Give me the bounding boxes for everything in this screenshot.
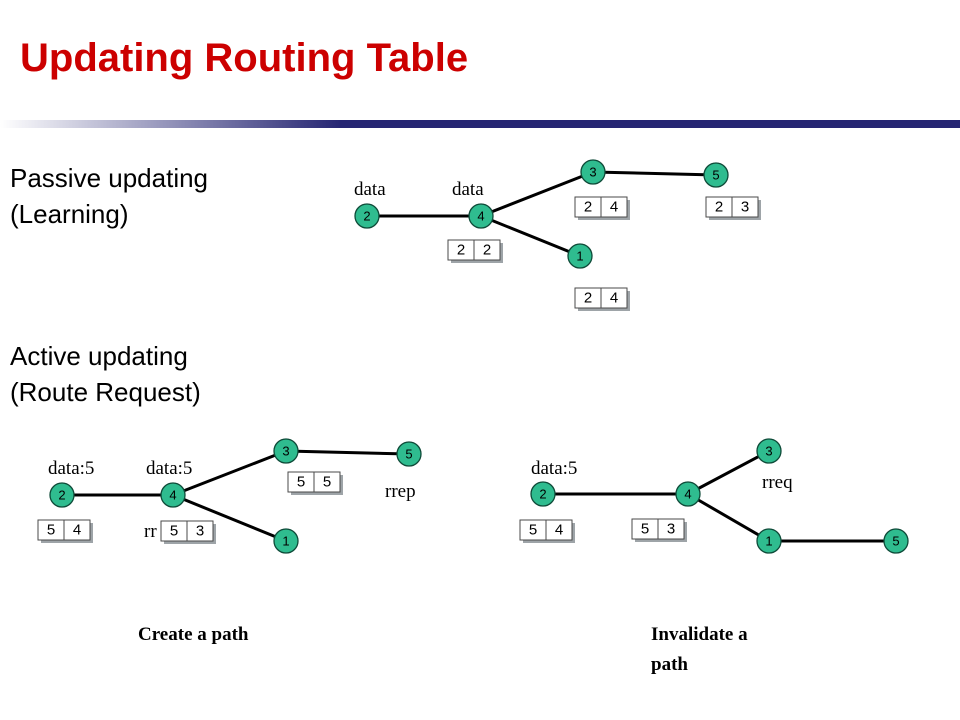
table-next-hop: 4	[610, 290, 618, 307]
table-next-hop: 5	[323, 474, 331, 491]
table-next-hop: 4	[73, 522, 81, 539]
message-rreq: rreq	[762, 472, 793, 493]
title-divider-solid	[340, 120, 960, 128]
routing-table-node-2: 5 4	[519, 519, 575, 543]
message-data: data	[354, 179, 386, 200]
table-next-hop: 4	[610, 199, 618, 216]
node-2: 2	[49, 482, 75, 508]
passive-diagram: 2 4 3 5 1 2 2 2 4	[354, 159, 761, 311]
node-label: 4	[169, 488, 176, 503]
node-4: 4	[468, 203, 494, 229]
active-heading-line1: Active updating	[10, 341, 188, 371]
table-dest: 2	[715, 199, 723, 216]
routing-table-node-4: 5 3	[160, 520, 216, 544]
link-4-3	[479, 170, 595, 218]
create-path-caption: Create a path	[138, 624, 249, 645]
table-next-hop: 4	[555, 522, 563, 539]
node-2: 2	[530, 481, 556, 507]
node-label: 5	[892, 534, 899, 549]
link-3-5	[591, 170, 718, 177]
message-rrep: rrep	[385, 481, 416, 502]
node-label: 1	[765, 534, 772, 549]
node-4: 4	[160, 482, 186, 508]
node-5: 5	[883, 528, 909, 554]
node-label: 4	[684, 487, 691, 502]
slide-title: Updating Routing Table	[20, 36, 469, 80]
message-data-5: data:5	[146, 458, 192, 479]
link-4-1	[171, 493, 288, 543]
table-dest: 2	[457, 242, 465, 259]
invalidate-path-diagram: 2 4 3 1 5 5 4 5 3	[519, 438, 909, 675]
routing-table-node-4: 5 3	[631, 518, 687, 542]
invalidate-path-caption-line2: path	[651, 654, 688, 675]
active-updating-heading: Active updating (Route Request)	[10, 338, 201, 410]
table-next-hop: 3	[667, 521, 675, 538]
passive-heading-line2: (Learning)	[10, 199, 129, 229]
node-label: 2	[58, 488, 65, 503]
node-label: 2	[539, 487, 546, 502]
message-data: data	[452, 179, 484, 200]
link-4-1	[479, 214, 582, 258]
node-label: 2	[363, 209, 370, 224]
node-1: 1	[273, 528, 299, 554]
invalidate-path-caption-line1: Invalidate a	[651, 624, 748, 645]
passive-updating-heading: Passive updating (Learning)	[10, 160, 208, 232]
node-4: 4	[675, 481, 701, 507]
table-dest: 5	[297, 474, 305, 491]
routing-table-node-4: 2 2	[447, 239, 503, 263]
node-3: 3	[580, 159, 606, 185]
table-next-hop: 2	[483, 242, 491, 259]
message-data-5: data:5	[48, 458, 94, 479]
routing-table-node-5: 2 3	[705, 196, 761, 220]
table-dest: 5	[47, 522, 55, 539]
node-5: 5	[396, 441, 422, 467]
node-label: 4	[477, 209, 484, 224]
node-label: 1	[282, 534, 289, 549]
routing-table-node-2: 5 4	[37, 519, 93, 543]
table-next-hop: 3	[741, 199, 749, 216]
node-5: 5	[703, 162, 729, 188]
message-rreq-obscured: rr	[144, 521, 157, 542]
passive-heading-line1: Passive updating	[10, 163, 209, 193]
table-next-hop: 3	[196, 523, 204, 540]
create-path-diagram: 2 4 3 5 1 5 4 rr 5	[37, 438, 422, 645]
node-2: 2	[354, 203, 380, 229]
link-4-3	[686, 449, 771, 496]
title-divider	[0, 120, 960, 128]
node-3: 3	[273, 438, 299, 464]
node-3: 3	[756, 438, 782, 464]
node-label: 3	[765, 444, 772, 459]
node-label: 5	[712, 168, 719, 183]
table-dest: 2	[584, 199, 592, 216]
node-label: 3	[282, 444, 289, 459]
routing-table-node-3: 5 5	[287, 471, 343, 495]
routing-table-node-3: 2 4	[574, 196, 630, 220]
active-heading-line2: (Route Request)	[10, 377, 201, 407]
table-dest: 2	[584, 290, 592, 307]
node-label: 5	[405, 447, 412, 462]
table-dest: 5	[529, 522, 537, 539]
link-4-1	[686, 492, 771, 543]
node-1: 1	[756, 528, 782, 554]
node-label: 1	[576, 249, 583, 264]
node-label: 3	[589, 165, 596, 180]
title-divider-gradient	[0, 120, 340, 128]
node-1: 1	[567, 243, 593, 269]
message-data-5: data:5	[531, 458, 577, 479]
routing-table-node-1: 2 4	[574, 287, 630, 311]
table-dest: 5	[641, 521, 649, 538]
table-dest: 5	[170, 523, 178, 540]
link-4-3	[171, 449, 288, 497]
link-3-5	[284, 449, 411, 456]
